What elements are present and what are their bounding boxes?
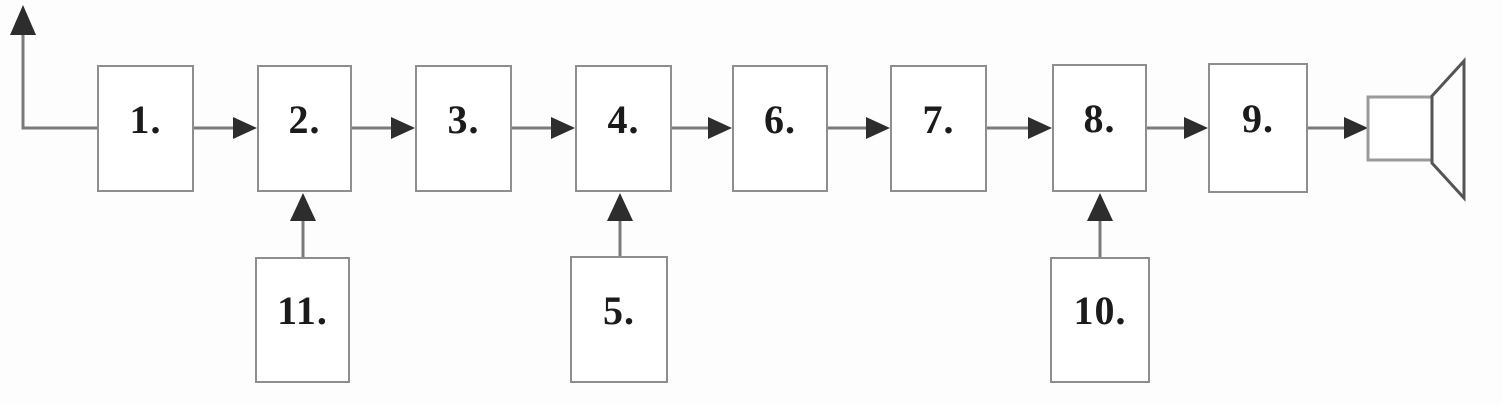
- block-8-label: 8.: [1083, 96, 1116, 141]
- block-4-label: 4.: [607, 96, 640, 142]
- arrow-9-to-speaker: [1308, 117, 1368, 139]
- block-9-label: 9.: [1242, 96, 1274, 141]
- block-9: 9.: [1208, 63, 1308, 193]
- arrow-10-to-8: [1087, 193, 1113, 257]
- block-2-label: 2.: [288, 96, 321, 142]
- arrow-5-to-4: [607, 193, 633, 257]
- block-3-label: 3.: [447, 96, 480, 142]
- block-7: 7.: [890, 65, 987, 192]
- arrow-11-to-2: [290, 193, 316, 257]
- block-7-label: 7.: [922, 96, 955, 142]
- block-3: 3.: [415, 65, 512, 192]
- speaker-icon: [1366, 57, 1466, 202]
- arrow-1-to-2: [194, 117, 257, 139]
- block-1: 1.: [97, 65, 194, 192]
- block-8: 8.: [1052, 64, 1147, 192]
- block-1-label: 1.: [129, 96, 162, 142]
- arrow-8-to-9: [1147, 117, 1208, 139]
- block-10-label: 10.: [1073, 288, 1127, 333]
- block-11: 11.: [255, 257, 350, 383]
- arrow-4-to-6: [672, 117, 732, 139]
- antenna-icon: [10, 5, 97, 130]
- block-6: 6.: [732, 65, 828, 192]
- arrow-2-to-3: [352, 117, 415, 139]
- block-5: 5.: [570, 256, 668, 383]
- block-4: 4.: [575, 65, 672, 192]
- block-11-label: 11.: [277, 288, 328, 333]
- block-5-label: 5.: [603, 287, 635, 333]
- block-2: 2.: [257, 65, 352, 192]
- arrow-6-to-7: [828, 117, 890, 139]
- block-6-label: 6.: [764, 96, 796, 142]
- arrow-7-to-8: [987, 117, 1052, 139]
- block-10: 10.: [1050, 257, 1150, 383]
- arrow-3-to-4: [512, 117, 575, 139]
